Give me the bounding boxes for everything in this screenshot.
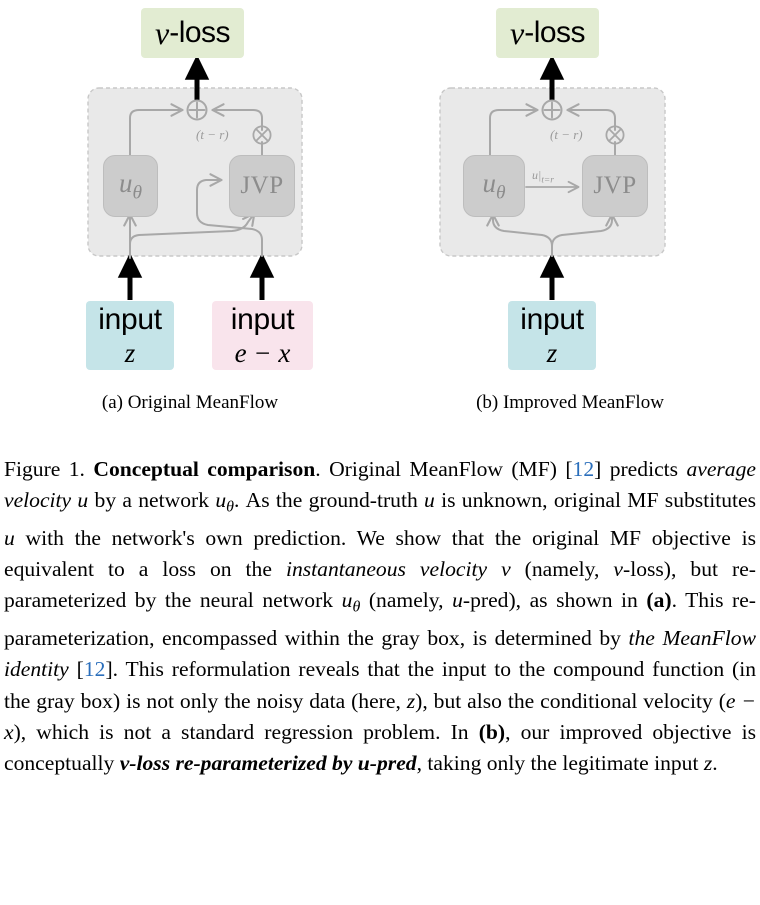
v-loss-suffix: -loss bbox=[524, 16, 586, 49]
caption-segment-18: -loss), but re-parameterized by the neur… bbox=[4, 556, 756, 613]
times-op-glyph bbox=[252, 125, 272, 145]
caption-segment-17: v bbox=[613, 556, 624, 581]
annotation-t-minus-r: (t − r) bbox=[550, 127, 583, 142]
caption-segment-1: Conceptual comparison bbox=[93, 456, 316, 481]
input-box-e-minus-x: input e − x bbox=[212, 301, 313, 370]
caption-segment-8: uθ bbox=[215, 487, 234, 516]
caption-segment-33: (b) bbox=[478, 719, 506, 744]
caption-segment-11: is unknown, original MF substitutes bbox=[434, 487, 756, 512]
subcaption-a: (a) Original MeanFlow bbox=[101, 392, 279, 413]
times-op-glyph bbox=[605, 125, 625, 145]
input-box-z: input z bbox=[508, 301, 596, 370]
subcaption-b: (b) Improved MeanFlow bbox=[476, 392, 664, 413]
caption-segment-26: [ bbox=[68, 657, 84, 682]
caption-segment-38: . bbox=[712, 751, 718, 776]
connector-z-to-jvp bbox=[551, 213, 619, 257]
jvp-label: JVP bbox=[593, 172, 637, 199]
caption-segment-19: uθ bbox=[341, 588, 361, 616]
caption-segment-28: ]. This reformulation reveals that the i… bbox=[4, 657, 756, 713]
caption-segment-31: e − x bbox=[4, 688, 756, 744]
v-loss-suffix: -loss bbox=[169, 16, 231, 49]
caption-segment-30: ), but also the conditional velocity ( bbox=[415, 688, 726, 713]
input-ex-symbol: e − x bbox=[234, 337, 291, 368]
caption-segment-10: u bbox=[424, 487, 435, 512]
connector-times-to-plus bbox=[211, 103, 263, 131]
connector-z-to-utheta bbox=[486, 213, 553, 257]
input-z-symbol: z bbox=[546, 337, 558, 368]
output-box-v-loss: v-loss bbox=[141, 8, 245, 58]
panel-improved-meanflow: v-loss uθ JVP (t − r) u|t=r input z (b) … bbox=[380, 0, 760, 428]
caption-segment-7: by a network bbox=[88, 487, 216, 512]
annotation-t-minus-r: (t − r) bbox=[196, 127, 229, 142]
caption-segment-32: ), which is not a standard regression pr… bbox=[13, 719, 479, 744]
caption-segment-16: (namely, bbox=[510, 556, 614, 581]
caption-segment-20: (namely, bbox=[360, 588, 453, 613]
input-box-z: input z bbox=[86, 301, 174, 370]
panel-a-diagram bbox=[87, 54, 303, 300]
caption-segment-2: . Original MeanFlow (MF) [ bbox=[315, 456, 573, 481]
caption-segment-6: u bbox=[71, 487, 89, 512]
connector-utheta-to-plus bbox=[489, 103, 539, 158]
input-z-word: input bbox=[520, 302, 584, 336]
figure-caption: Figure 1. Conceptual comparison. Origina… bbox=[4, 454, 756, 780]
caption-segment-34: , our improved objective is conceptually bbox=[4, 719, 756, 776]
module-jvp: JVP bbox=[582, 155, 648, 217]
caption-segment-4: ] predicts bbox=[594, 456, 687, 481]
figure-1: v-loss uθ JVP (t − r) input z input e − … bbox=[0, 0, 760, 428]
caption-segment-35: v-loss re-parameterized by u-pred bbox=[119, 751, 417, 776]
input-z-symbol: z bbox=[124, 337, 136, 368]
plus-op-glyph bbox=[186, 99, 208, 121]
module-u-theta: uθ bbox=[103, 155, 158, 217]
module-jvp: JVP bbox=[229, 155, 295, 217]
connector-z-to-jvp bbox=[129, 212, 256, 253]
caption-segment-23: (a) bbox=[646, 588, 672, 613]
caption-segment-37: z bbox=[703, 751, 713, 776]
connector-ex-to-jvp bbox=[196, 173, 263, 257]
annotation-u-at-t-equals-r: u|t=r bbox=[532, 168, 554, 186]
jvp-label: JVP bbox=[240, 172, 284, 199]
caption-segment-3[interactable]: 12 bbox=[572, 456, 595, 481]
input-ex-word: input bbox=[230, 302, 295, 336]
caption-segment-9: . As the ground-truth bbox=[233, 487, 425, 512]
caption-segment-24: . This re-parameterization, encompassed … bbox=[4, 588, 756, 651]
caption-segment-25: the MeanFlow identity bbox=[4, 626, 756, 682]
connector-utheta-to-plus bbox=[129, 103, 184, 158]
u-theta-label: uθ bbox=[118, 167, 143, 203]
input-z-word: input bbox=[98, 302, 162, 336]
caption-segment-21: u bbox=[452, 588, 463, 613]
caption-segment-22: -pred), as shown in bbox=[462, 588, 647, 613]
output-box-v-loss: v-loss bbox=[496, 8, 600, 58]
module-u-theta: uθ bbox=[463, 155, 525, 217]
caption-segment-13: with the network's own prediction. We sh… bbox=[4, 525, 756, 581]
v-loss-prefix: v bbox=[510, 14, 525, 51]
caption-segment-0: Figure 1. bbox=[4, 456, 94, 481]
caption-segment-29: z bbox=[406, 688, 416, 713]
caption-segment-27[interactable]: 12 bbox=[83, 657, 106, 682]
caption-segment-36: , taking only the legitimate input bbox=[416, 751, 704, 776]
panel-original-meanflow: v-loss uθ JVP (t − r) input z input e − … bbox=[0, 0, 380, 428]
caption-segment-14: instantaneous velocity bbox=[285, 556, 488, 581]
v-loss-prefix: v bbox=[155, 14, 170, 51]
caption-segment-15: v bbox=[487, 556, 511, 581]
connector-times-to-plus bbox=[566, 103, 616, 131]
u-theta-label: uθ bbox=[482, 167, 506, 203]
caption-segment-12: u bbox=[4, 525, 15, 550]
plus-op-glyph bbox=[541, 99, 563, 121]
caption-segment-5: average velocity bbox=[4, 456, 756, 512]
